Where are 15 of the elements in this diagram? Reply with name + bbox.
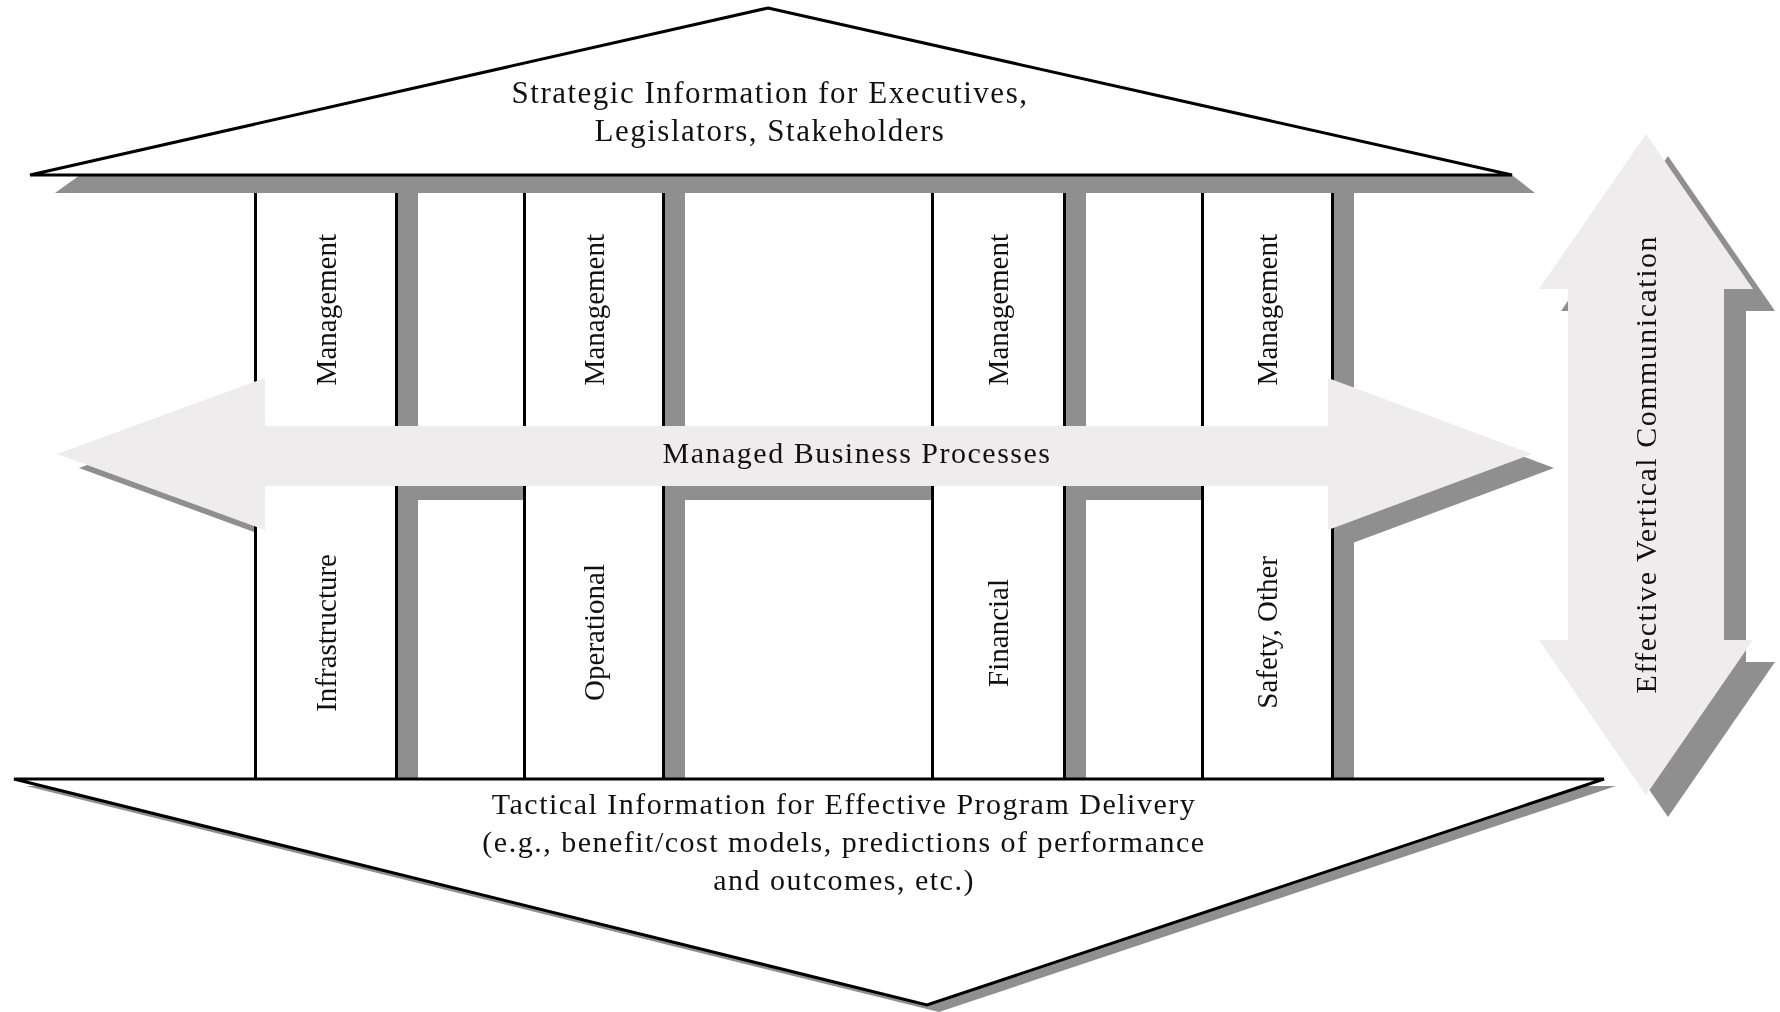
band-label: Managed Business Processes (661, 435, 1053, 471)
pillar-label: Financial (982, 578, 1015, 687)
pillar-label: Management (982, 233, 1015, 386)
roof-text: Strategic Information for Executives, Legislators, Stakeholders (510, 74, 1030, 150)
block-arrow (1539, 134, 1753, 795)
inverted-triangle (14, 779, 1604, 1005)
base-text: Tactical Information for Effective Program Delivery (e.g., benefit/cost models, predictions of performance and outcomes, etc.) (481, 786, 1207, 898)
pillar-label: Operational (577, 564, 611, 701)
roof-triangle (30, 8, 1512, 175)
edge-label: Effective Vertical Communication (1629, 235, 1663, 694)
pillar-label: Management (309, 233, 343, 386)
pillar-label: Safety, Other (1251, 556, 1284, 709)
pillar-label: Management (1251, 233, 1284, 386)
pillar-label: Management (577, 233, 611, 386)
pillar-label: Infrastructure (309, 553, 343, 712)
